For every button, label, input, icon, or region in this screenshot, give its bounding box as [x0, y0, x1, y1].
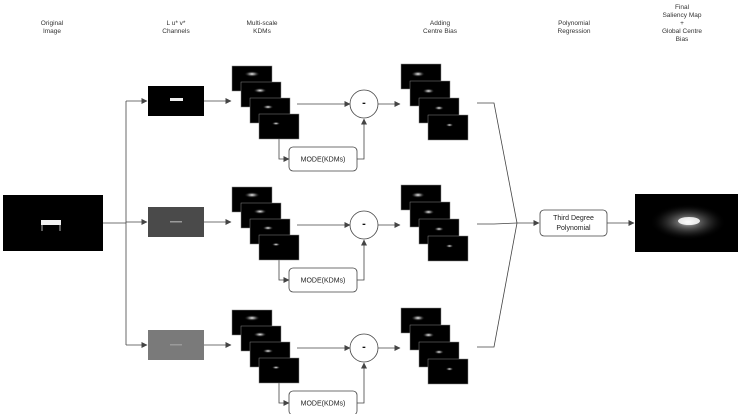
channel-object: [170, 344, 182, 346]
mode-kdms-box: [288, 146, 358, 172]
kdm-saliency-blob: [271, 121, 281, 126]
connector-kdms-to-mode: [278, 377, 290, 406]
regression-label-line1: Third Degree: [553, 215, 594, 222]
kdm-map: [258, 357, 300, 384]
centre-bias-blob: [411, 71, 425, 77]
original-image-object: [41, 220, 61, 225]
mode-kdms-box: [288, 267, 358, 293]
kdm-map: [258, 113, 300, 140]
connector-kdms-to-mode: [278, 254, 290, 283]
header-luv-channels: L u* v*Channels: [162, 20, 190, 35]
connector-bias-to-regression: [477, 222, 518, 225]
kdm-saliency-blob: [262, 348, 274, 354]
centre-bias-blob: [445, 123, 454, 127]
mode-kdms-label: MODE(KDMs): [301, 400, 346, 407]
channel-object: [170, 98, 183, 101]
centre-bias-blob: [411, 315, 425, 321]
subtract-symbol: -: [362, 341, 366, 353]
centre-bias-blob: [422, 209, 435, 215]
connector-bias-to-regression: [477, 222, 518, 348]
centre-bias-map: [427, 235, 469, 262]
centre-bias-blob: [445, 244, 454, 248]
connector-bias-to-regression: [477, 102, 518, 224]
channel-object: [170, 221, 182, 223]
kdm-saliency-blob: [244, 315, 260, 321]
centre-bias-blob: [434, 349, 444, 355]
mode-kdms-label: MODE(KDMs): [301, 156, 346, 163]
connector-mode-to-subtract: [357, 362, 367, 404]
centre-bias-map: [427, 358, 469, 385]
subtract-operator: [349, 210, 379, 240]
kdm-saliency-blob: [253, 331, 267, 338]
kdm-saliency-blob: [253, 87, 267, 94]
subtract-symbol: -: [362, 218, 366, 230]
mode-kdms-box: [288, 390, 358, 414]
kdm-saliency-blob: [244, 192, 260, 198]
connector-kdms-to-mode: [278, 133, 290, 162]
kdm-saliency-blob: [271, 242, 281, 247]
centre-bias-blob: [422, 88, 435, 94]
subtract-symbol: -: [362, 97, 366, 109]
kdm-saliency-blob: [253, 208, 267, 215]
connector-mode-to-subtract: [357, 118, 367, 160]
mode-kdms-label: MODE(KDMs): [301, 277, 346, 284]
centre-bias-blob: [422, 332, 435, 338]
subtract-operator: [349, 333, 379, 363]
final-saliency-peak: [678, 217, 700, 225]
regression-label-line2: Polynomial: [556, 225, 591, 232]
centre-bias-blob: [434, 105, 444, 111]
kdm-map: [258, 234, 300, 261]
kdm-saliency-blob: [271, 365, 281, 370]
subtract-operator: [349, 89, 379, 119]
kdm-saliency-blob: [262, 104, 274, 110]
centre-bias-blob: [445, 367, 454, 371]
kdm-saliency-blob: [262, 225, 274, 231]
centre-bias-blob: [434, 226, 444, 232]
kdm-saliency-blob: [244, 71, 260, 77]
centre-bias-map: [427, 114, 469, 141]
polynomial-regression-box: [539, 209, 608, 237]
connector-mode-to-subtract: [357, 239, 367, 281]
centre-bias-blob: [411, 192, 425, 198]
